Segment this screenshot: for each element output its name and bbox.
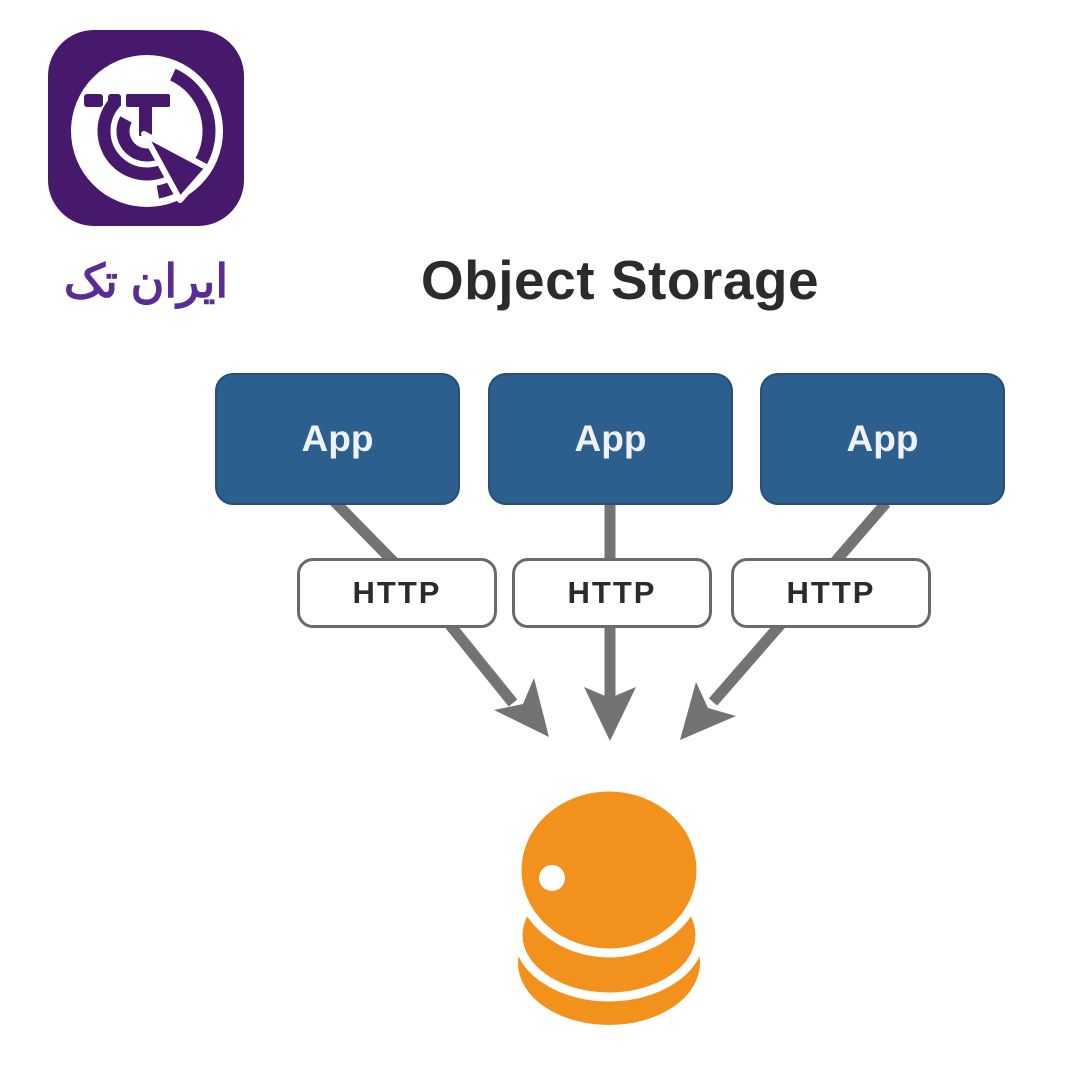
http-node-2-label: HTTP (567, 575, 657, 610)
object-storage-icon (512, 785, 706, 1025)
app-node-2: App (488, 373, 733, 505)
arrowhead-app2-to-storage (584, 687, 636, 741)
http-node-2: HTTP (512, 558, 712, 628)
http-node-1: HTTP (297, 558, 497, 628)
http-node-3-label: HTTP (786, 575, 876, 610)
arrowhead-app1-to-storage (494, 678, 549, 737)
app-node-3: App (760, 373, 1005, 505)
app-node-1-label: App (301, 418, 374, 459)
http-node-3: HTTP (731, 558, 931, 628)
irantech-logo-icon (71, 55, 223, 207)
arrowhead-app3-to-storage (680, 682, 736, 740)
http-node-1-label: HTTP (352, 575, 442, 610)
app-node-1: App (215, 373, 460, 505)
storage-highlight-dot (539, 865, 565, 891)
page-title: Object Storage (420, 249, 820, 311)
app-node-2-label: App (574, 418, 647, 459)
irantech-logo (48, 30, 244, 226)
app-node-3-label: App (846, 418, 919, 459)
brand-name: ایران تک (63, 255, 229, 307)
